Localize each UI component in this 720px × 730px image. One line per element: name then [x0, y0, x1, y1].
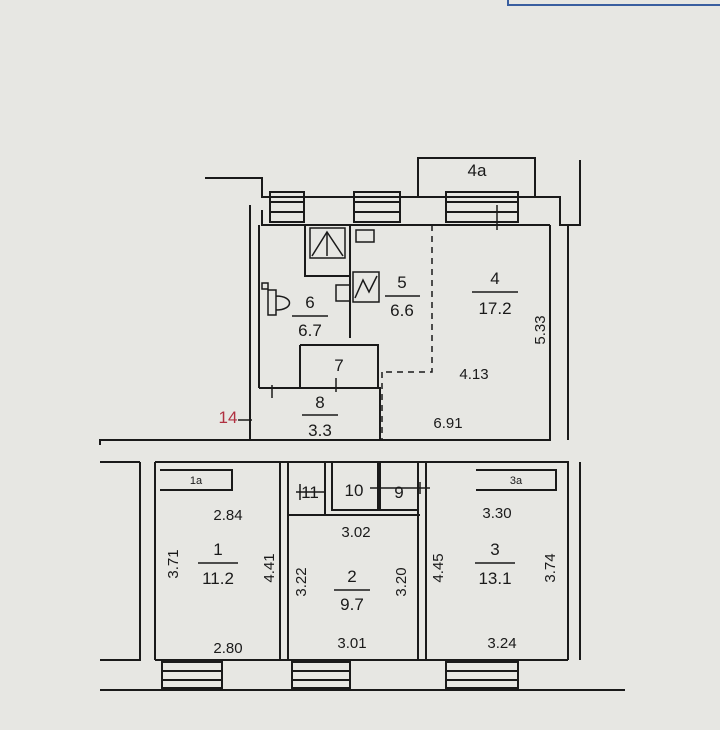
room-1-area: 11.2: [202, 569, 234, 588]
marker-ticks: [238, 205, 498, 500]
dim-r1-top: 2.84: [213, 507, 242, 524]
dim-r4-inner: 4.13: [459, 366, 488, 383]
room-4-number: 4: [490, 269, 499, 288]
room-9-number: 9: [394, 483, 403, 502]
dim-r2-right: 3.20: [393, 567, 410, 596]
dim-r1-bottom: 2.80: [213, 640, 242, 657]
room-1a-label: 1a: [190, 475, 203, 487]
room-1-number: 1: [213, 540, 222, 559]
room-3-area: 13.1: [478, 569, 511, 588]
dimension-labels: 2.84 2.80 3.71 4.41 3.02 3.01 3.22 3.20 …: [165, 315, 559, 657]
dim-r3-top: 3.30: [482, 505, 511, 522]
room-6-area: 6.7: [298, 321, 322, 340]
windows: [161, 191, 519, 689]
dim-r1-right: 4.41: [261, 553, 278, 582]
dim-r4-right: 5.33: [532, 315, 549, 344]
frame-fragment: [507, 0, 720, 6]
dim-r3-left: 4.45: [430, 553, 447, 582]
room-4a-label: 4a: [468, 161, 487, 180]
room-10-number: 10: [345, 481, 364, 500]
dim-r2-top: 3.02: [341, 524, 370, 541]
dim-r4-bottom: 6.91: [433, 415, 462, 432]
room-2-number: 2: [347, 567, 356, 586]
room-8-number: 8: [315, 393, 324, 412]
stove-icon: [335, 284, 351, 302]
dim-r3-bottom: 3.24: [487, 635, 516, 652]
room-3a-label: 3a: [510, 475, 523, 487]
room-7-number: 7: [334, 356, 343, 375]
dim-r3-right: 3.74: [542, 553, 559, 582]
sink-icon: [355, 229, 375, 243]
shower-icon: [309, 227, 346, 259]
room-4-area: 17.2: [478, 299, 511, 318]
fixtures: [261, 227, 380, 316]
dim-r1-left: 3.71: [165, 549, 182, 578]
room-3-number: 3: [490, 540, 499, 559]
walls: [99, 157, 625, 691]
boiler-icon: [352, 271, 380, 303]
room-5-area: 6.6: [390, 301, 414, 320]
dim-r2-bottom: 3.01: [337, 635, 366, 652]
room-14-number: 14: [219, 408, 238, 427]
room-8-area: 3.3: [308, 421, 332, 440]
dim-r2-left: 3.22: [293, 567, 310, 596]
room-5-number: 5: [397, 273, 406, 292]
room-2-area: 9.7: [340, 595, 364, 614]
dashed-partitions: [381, 225, 433, 440]
room-labels: 4a 4 17.2 5 6.6 6 6.7 7 8 3.3 14 11 10 9…: [190, 161, 523, 614]
toilet-icon: [267, 289, 291, 316]
room-6-number: 6: [305, 293, 314, 312]
